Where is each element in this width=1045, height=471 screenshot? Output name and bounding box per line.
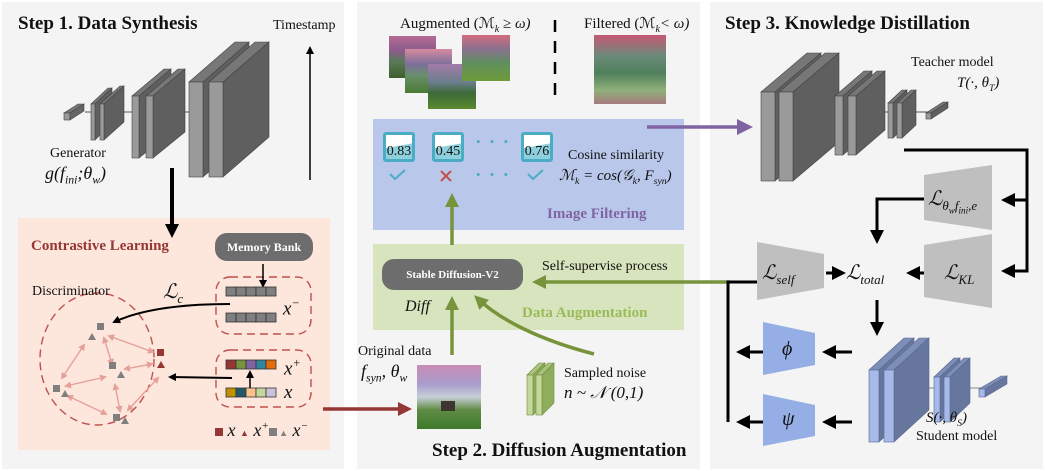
negative-feature-cell [235,286,247,297]
anchor-feature-cell [265,387,277,398]
positive-feature-cell [245,359,257,370]
loss-self-block [757,242,824,300]
discriminator-circle [39,292,155,426]
negative-feature-cell [265,312,277,323]
legend: x ▲ x+ ▲ x− [215,420,308,441]
score-box-3: 0.76 [521,132,553,162]
original-data-formula: fsyn, θw [361,361,408,385]
step2-title: Step 2. Diffusion Augmentation [432,440,687,461]
noise-tensor [526,362,555,416]
anchor-feature-cell [235,387,247,398]
student-network [868,337,1009,443]
stable-diffusion-block: Stable Diffusion-V2 [382,259,523,290]
legend-x-neg: x− [288,420,308,440]
image-filtering-title: Image Filtering [547,206,647,222]
cross-icon [440,170,452,182]
student-formula: S(·, θS) [926,410,967,429]
distillation-flow [726,148,1029,429]
negative-feature-cell [225,286,237,297]
x-neg-label: x− [283,296,300,320]
contrastive-loss-label: ℒc [163,281,184,306]
negative-feature-cell [245,286,257,297]
teacher-label: Teacher model [911,55,994,70]
check-icon [527,169,544,181]
contrastive-learning-title: Contrastive Learning [31,238,169,254]
psi-block [763,394,815,446]
noise-label: Sampled noise [564,366,647,381]
filtered-label: Filtered (ℳk< ω) [584,16,690,35]
memory-bank: Memory Bank [215,233,313,261]
check-icon [389,169,406,181]
ellipsis-top: • • • [476,134,512,149]
cosine-label: Cosine similarity [568,148,665,163]
negative-feature-cell [225,312,237,323]
teacher-network [760,52,950,182]
noise-formula: n ~ 𝒩 (0,1) [564,383,644,402]
filtered-image [594,35,666,104]
phi-block [763,322,815,375]
original-data-image [417,365,481,429]
teacher-formula: T(·, θT) [957,75,1000,94]
anchor-feature-cell [245,387,257,398]
positive-to-anchor-arrow [168,373,233,382]
negative-feature-cell [255,286,267,297]
positive-feature-cell [255,359,267,370]
loss-self-label: ℒself [762,262,795,287]
anchor-feature-cell [225,387,237,398]
loss-total-label: ℒtotal [846,262,885,287]
ellipsis-bottom: • • • [476,167,512,182]
embedding-points [53,323,165,424]
score-box-1: 0.83 [383,132,415,162]
generator-formula: g(fini;θw) [45,163,106,187]
phi-label: ϕ [782,338,793,360]
filter-decisions [389,169,544,182]
score-box-2: 0.45 [432,132,464,162]
step1-title: Step 1. Data Synthesis [18,13,198,34]
step3-title: Step 3. Knowledge Distillation [725,13,970,34]
data-augmentation-title: Data Augmentation [522,305,648,321]
contrastive-loss-arrow [112,303,231,324]
generator-network [62,41,270,178]
x-pos-label: x+ [284,356,301,380]
legend-x-pos: x+ [248,420,269,440]
legend-x: x [223,420,240,440]
anchor-feature-cell [255,387,267,398]
loss-kl-label: ℒKL [944,262,975,287]
loss-kl-block [924,234,992,308]
loss-gen-label: ℒθwfini,e [928,188,978,216]
loss-gen-block [924,165,992,230]
similarity-relations [60,334,160,416]
negative-feature-cell [265,286,277,297]
house-icon [441,401,455,411]
student-label: Student model [916,429,998,444]
generator-label: Generator [50,146,106,161]
psi-label: ψ [782,408,795,430]
negative-feature-cell [235,312,247,323]
noise-to-diffusion-arrow [474,295,595,356]
positive-feature-cell [225,359,237,370]
diff-label: Diff [405,298,430,315]
positive-sample-group [215,349,312,408]
negative-feature-cell [245,312,257,323]
x-label: x [284,382,293,403]
negative-feature-cell [255,312,267,323]
original-data-label: Original data [358,344,432,359]
discriminator-label: Discriminator [32,284,110,299]
positive-feature-rows [225,359,277,398]
positive-feature-cell [265,359,277,370]
negative-feature-rows [225,286,277,323]
timestamp-label: Timestamp [273,18,336,33]
self-supervise-label: Self-supervise process [542,259,668,274]
cosine-formula: ℳk = cos(𝒢k, Fsyn) [559,168,672,187]
augmented-label: Augmented (ℳk ≥ ω) [400,16,531,35]
positive-feature-cell [235,359,247,370]
augmented-image-4 [462,35,510,81]
